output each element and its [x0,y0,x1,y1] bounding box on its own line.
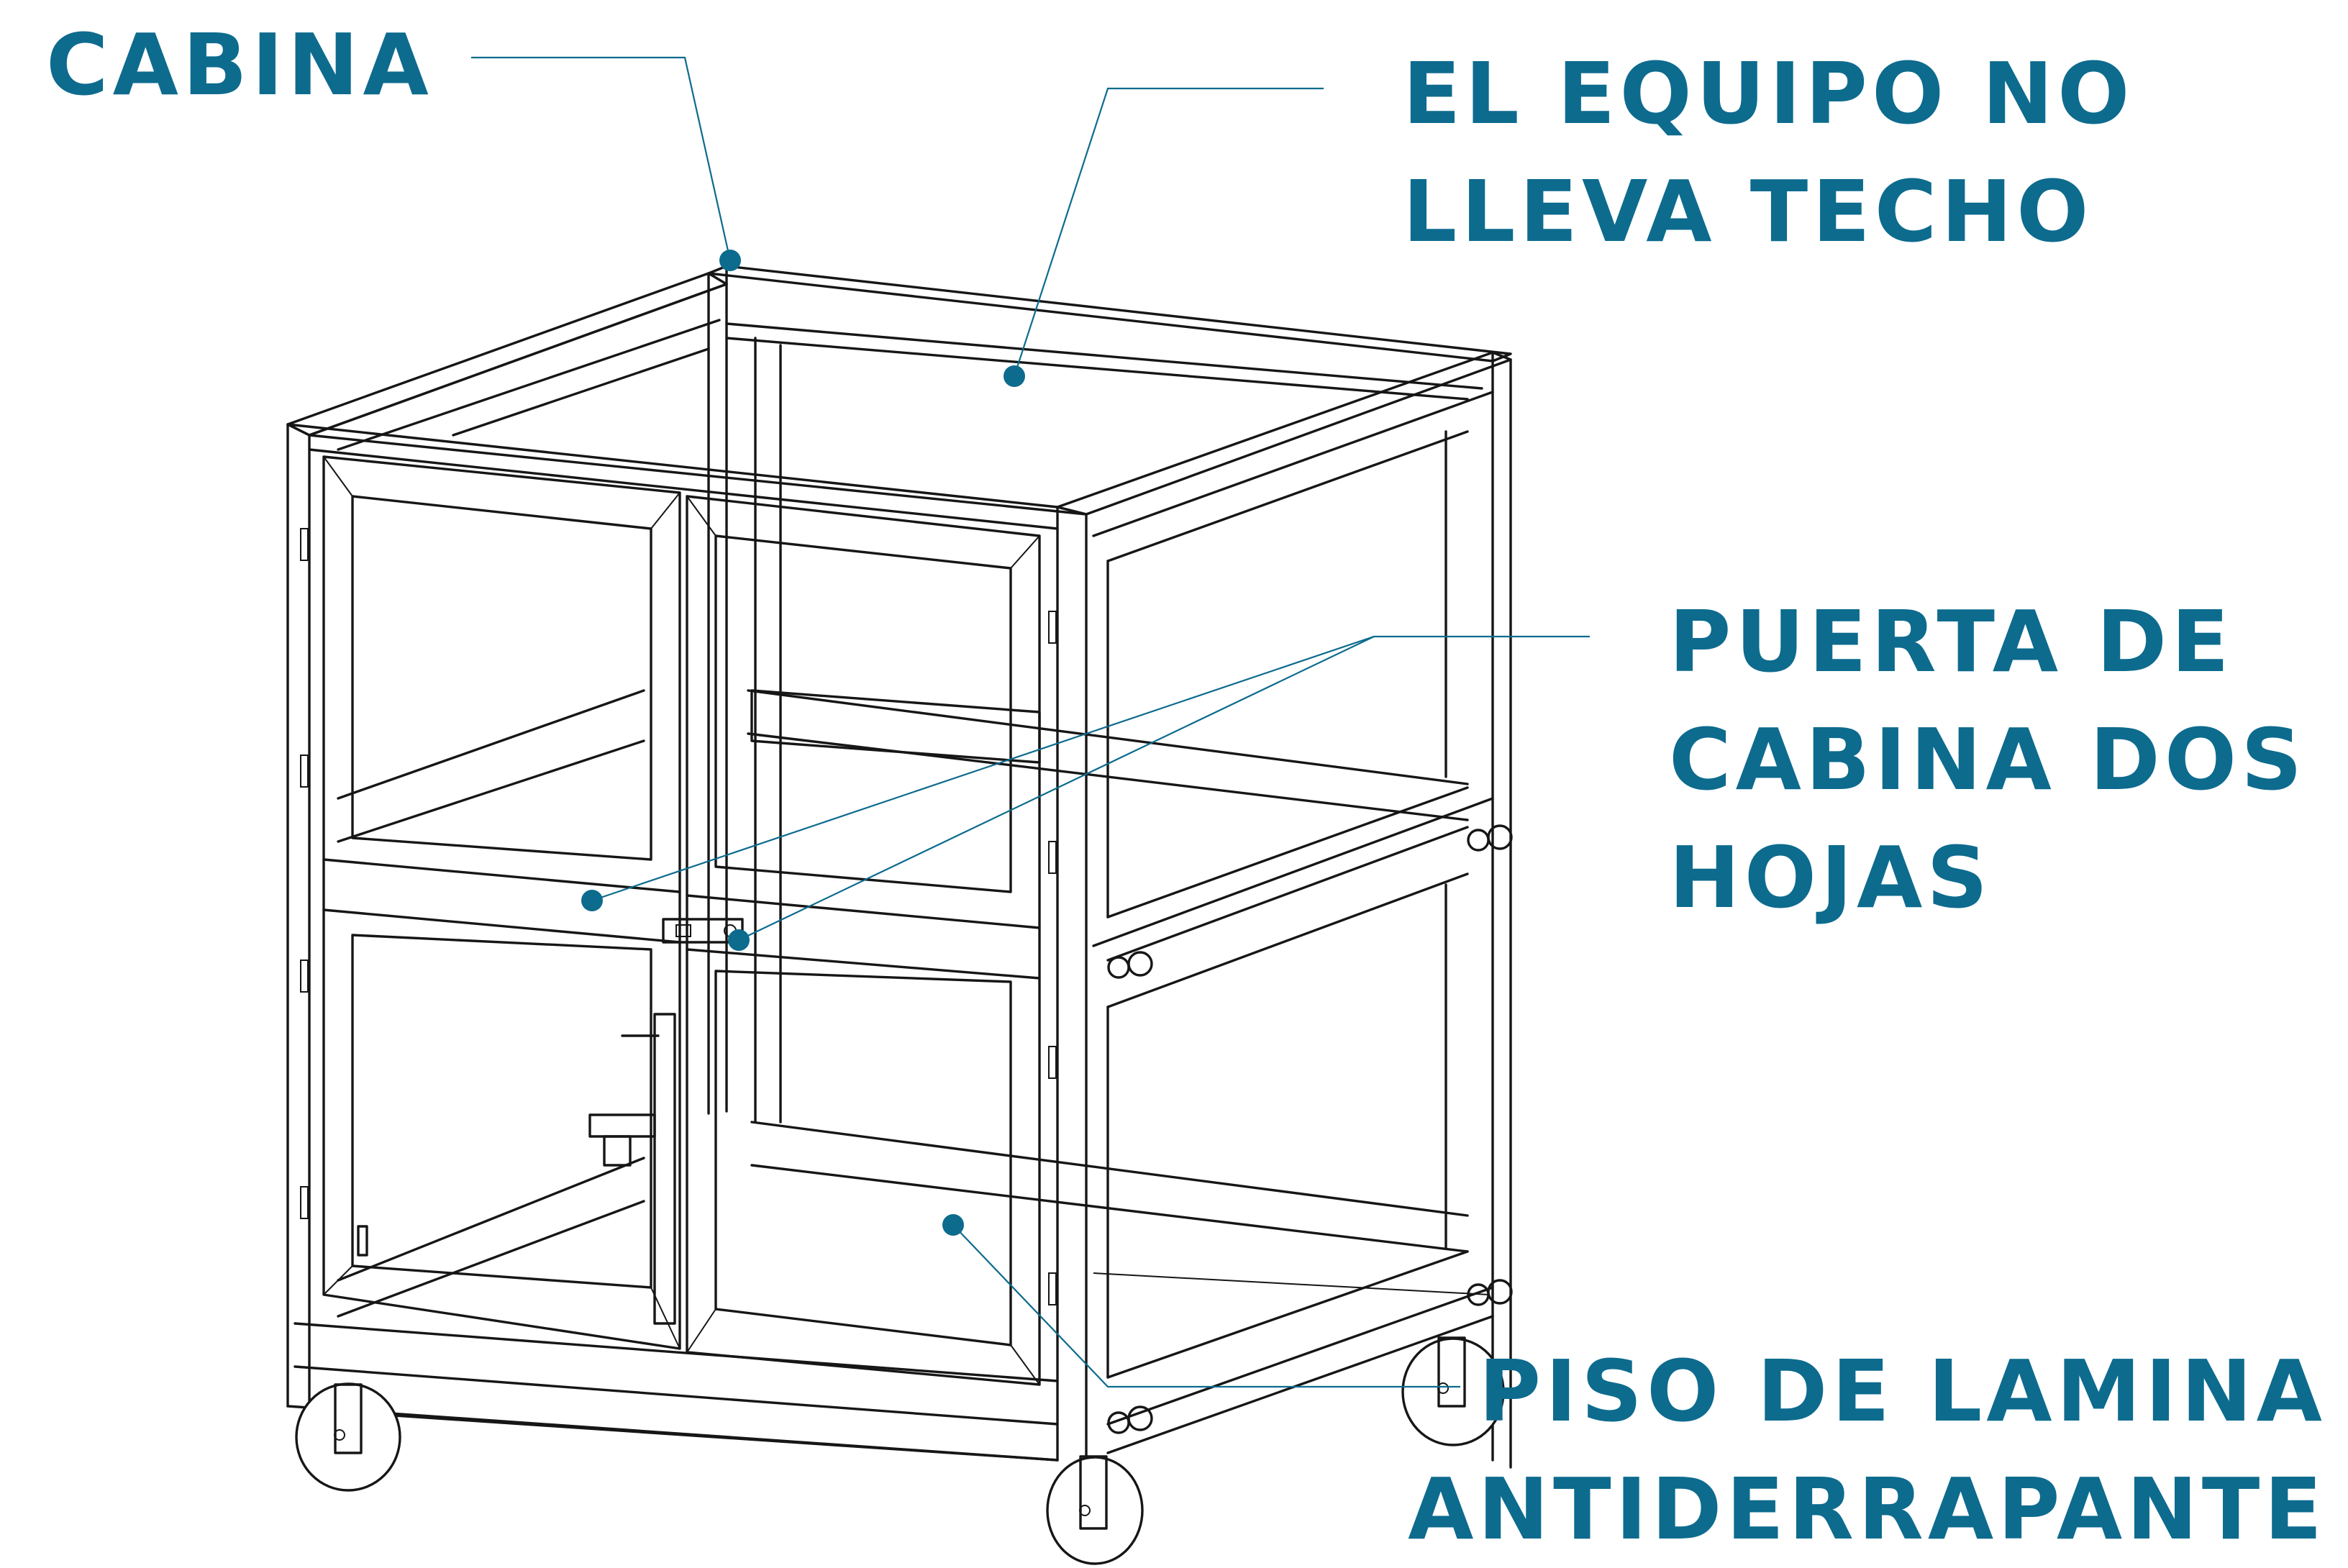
right-door-leaf [686,495,1041,1386]
label-cabina-line-1: CABINA [46,15,433,114]
back-frame [707,265,1512,1253]
callout-cabina [471,56,741,271]
label-cabina: CABINA [46,6,433,124]
label-techo-line-2: LLEVA TECHO [1403,162,2093,261]
right-side-frame [1056,351,1512,1469]
casters [295,1336,1505,1565]
left-door-leaf [322,455,681,1350]
hinges [300,528,1057,1305]
label-puerta: PUERTA DE CABINA DOS HOJAS [1669,583,2306,936]
label-piso-line-2: ANTIDERRAPANTE [1408,1459,2326,1559]
label-puerta-line-1: PUERTA DE [1669,592,2234,691]
label-puerta-line-2: CABINA DOS [1669,710,2307,809]
left-side-frame [286,272,728,1318]
label-piso: PISO DE LAMINA ANTIDERRAPANTE [1408,1332,2326,1568]
front-frame [286,423,1088,1469]
door-latch [357,918,744,1325]
callout-puerta [581,635,1590,951]
label-techo: EL EQUIPO NO LLEVA TECHO [1403,35,2134,270]
side-bolts [1107,824,1513,1434]
callout-techo [1004,87,1324,387]
label-piso-line-1: PISO DE LAMINA [1478,1341,2326,1441]
label-techo-line-1: EL EQUIPO NO [1403,44,2134,143]
callout-piso [942,1214,1460,1388]
label-puerta-line-3: HOJAS [1669,828,1993,927]
cabinet-drawing [286,265,1513,1565]
